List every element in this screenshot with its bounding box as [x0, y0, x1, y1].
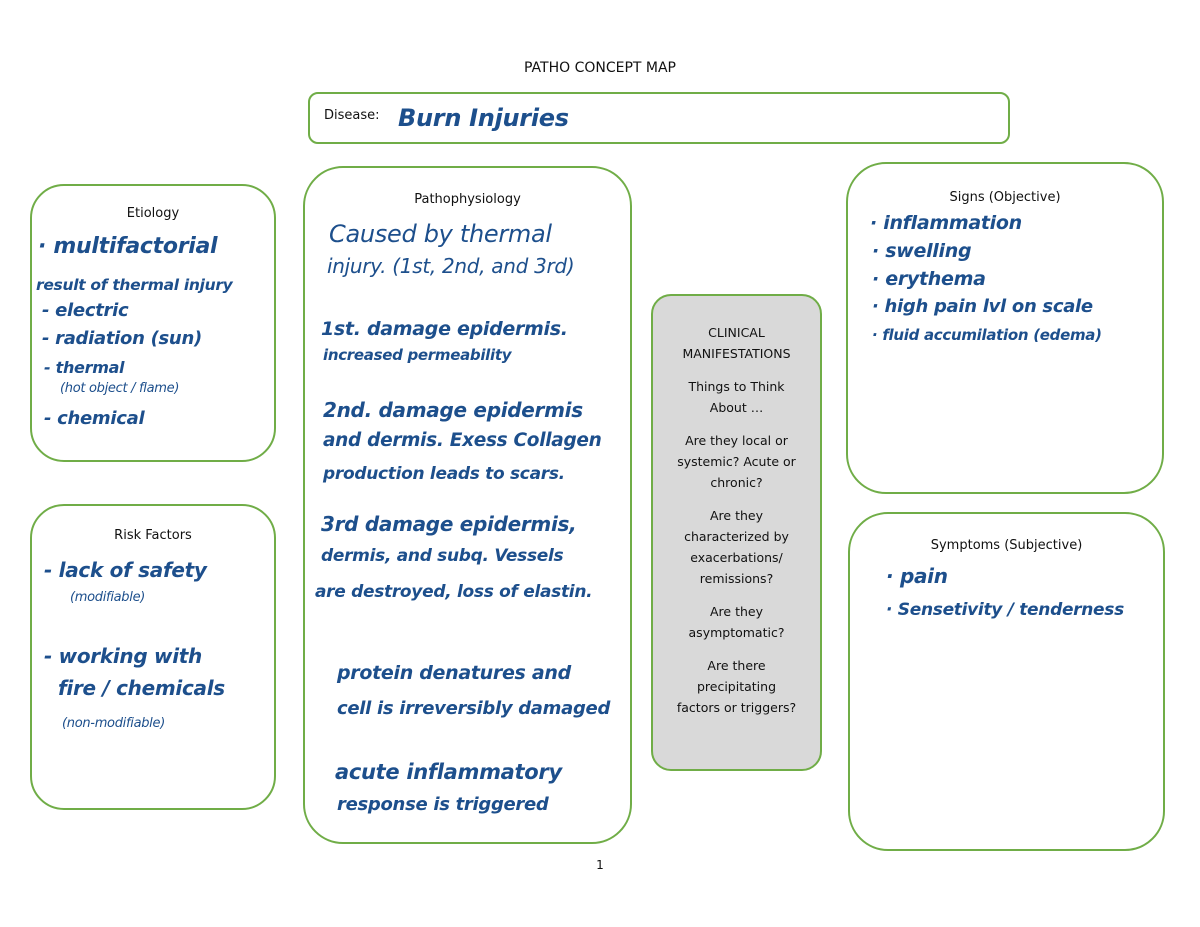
- risk-factor-line: (non-modifiable): [62, 716, 165, 731]
- patho-line: 3rd damage epidermis,: [321, 512, 577, 536]
- patho-line: dermis, and subq. Vessels: [321, 546, 564, 566]
- question-line: asymptomatic?: [688, 625, 785, 640]
- page-number: 1: [596, 858, 604, 872]
- risk-factor-line: - lack of safety: [44, 558, 207, 582]
- question-line: exacerbations/: [690, 550, 783, 565]
- signs-box: Signs (Objective) · inflammation · swell…: [846, 162, 1164, 494]
- etiology-heading: Etiology: [126, 206, 180, 221]
- symptoms-heading: Symptoms (Subjective): [930, 538, 1083, 553]
- disease-label: Disease:: [324, 108, 380, 123]
- symptom-line: · Sensetivity / tenderness: [886, 600, 1124, 620]
- patho-line: production leads to scars.: [323, 464, 565, 484]
- sign-line: · fluid accumilation (edema): [872, 326, 1102, 344]
- patho-line: acute inflammatory: [335, 760, 562, 784]
- clinical-manifestations-title: MANIFESTATIONS: [682, 346, 791, 361]
- sign-line: · inflammation: [870, 212, 1022, 234]
- etiology-line: - chemical: [44, 408, 145, 429]
- patho-line: 2nd. damage epidermis: [323, 398, 583, 422]
- pathophysiology-box: Pathophysiology Caused by thermal injury…: [303, 166, 632, 844]
- question-line: Are they: [710, 604, 763, 619]
- sign-line: · erythema: [872, 268, 986, 290]
- risk-factor-line: fire / chemicals: [58, 676, 225, 700]
- risk-factors-heading: Risk Factors: [114, 528, 192, 543]
- disease-box: Disease: Burn Injuries: [308, 92, 1010, 144]
- question-line: chronic?: [710, 475, 763, 490]
- question-line: systemic? Acute or: [677, 454, 796, 469]
- patho-line: cell is irreversibly damaged: [337, 698, 611, 719]
- clinical-manifestations-subtitle: Things to Think: [688, 379, 785, 394]
- etiology-line: - electric: [42, 300, 129, 321]
- page-title: PATHO CONCEPT MAP: [523, 60, 677, 76]
- clinical-manifestations-box: CLINICAL MANIFESTATIONS Things to Think …: [651, 294, 822, 771]
- question-line: precipitating: [696, 679, 777, 694]
- patho-line: response is triggered: [337, 794, 549, 815]
- etiology-line: · multifactorial: [38, 234, 218, 259]
- symptoms-box: Symptoms (Subjective) · pain · Sensetivi…: [848, 512, 1165, 851]
- patho-line: protein denatures and: [337, 662, 571, 684]
- question-line: Are there: [707, 658, 766, 673]
- etiology-line: - radiation (sun): [42, 328, 202, 349]
- patho-line: 1st. damage epidermis.: [321, 318, 568, 340]
- patho-line: increased permeability: [323, 346, 512, 364]
- pathophysiology-heading: Pathophysiology: [414, 192, 521, 207]
- clinical-manifestations-subtitle: About …: [709, 400, 764, 415]
- question-line: factors or triggers?: [676, 700, 797, 715]
- etiology-line: - thermal: [44, 358, 125, 377]
- risk-factor-line: (modifiable): [70, 590, 146, 605]
- question-line: characterized by: [684, 529, 789, 544]
- etiology-line: result of thermal injury: [36, 276, 233, 294]
- sign-line: · swelling: [872, 240, 972, 262]
- patho-line: are destroyed, loss of elastin.: [315, 582, 593, 602]
- symptom-line: · pain: [886, 564, 948, 588]
- patho-line: Caused by thermal: [329, 220, 552, 248]
- risk-factor-line: - working with: [44, 644, 202, 668]
- etiology-line: (hot object / flame): [60, 381, 180, 396]
- patho-line: and dermis. Exess Collagen: [323, 430, 602, 451]
- patho-line: injury. (1st, 2nd, and 3rd): [327, 254, 575, 278]
- risk-factors-box: Risk Factors - lack of safety (modifiabl…: [30, 504, 276, 810]
- signs-heading: Signs (Objective): [949, 190, 1061, 205]
- disease-value: Burn Injuries: [398, 104, 569, 132]
- sign-line: · high pain lvl on scale: [872, 296, 1093, 317]
- clinical-manifestations-title: CLINICAL: [708, 325, 765, 340]
- question-line: Are they local or: [685, 433, 788, 448]
- question-line: Are they: [710, 508, 763, 523]
- question-line: remissions?: [699, 571, 774, 586]
- etiology-box: Etiology · multifactorial result of ther…: [30, 184, 276, 462]
